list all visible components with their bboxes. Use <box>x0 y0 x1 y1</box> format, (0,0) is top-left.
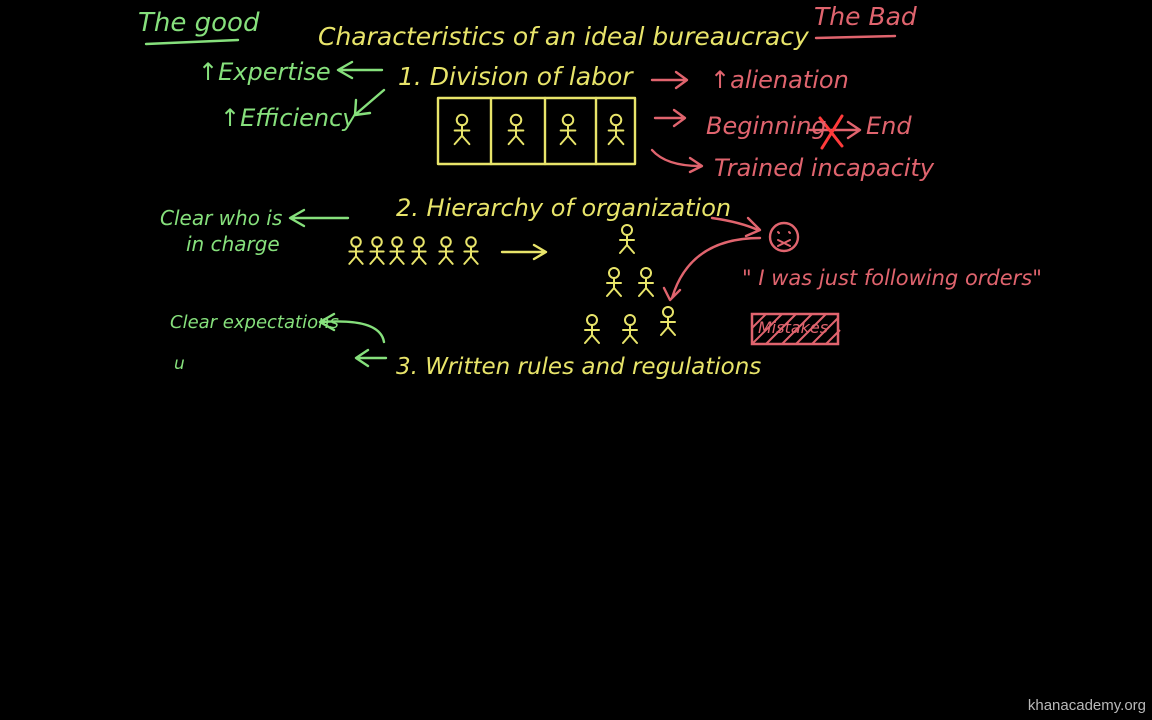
item1-label: 1. Division of labor <box>398 62 633 91</box>
good-expertise: ↑Expertise <box>198 58 331 86</box>
good-efficiency: ↑Efficiency <box>220 104 357 132</box>
arrow-to-written-rules-good <box>354 348 388 368</box>
arrow-to-clear-who <box>288 208 350 228</box>
good-clear-who-line1: Clear who is <box>160 206 283 230</box>
arrow-to-efficiency <box>353 88 386 117</box>
good-heading: The good <box>138 8 260 38</box>
stick-figure-icon <box>389 236 405 265</box>
division-box-dividers <box>489 96 598 166</box>
arrow-to-expertise <box>336 60 384 80</box>
good-partial-text: u <box>174 354 185 374</box>
arrow-face-to-hierarchy <box>662 236 762 302</box>
bad-mistakes: Mistakes <box>758 318 829 337</box>
stick-figure-icon <box>453 113 471 146</box>
watermark: khanacademy.org <box>1027 697 1146 714</box>
arrow-to-trained-incapacity <box>650 148 704 174</box>
stick-figure-icon <box>606 267 622 297</box>
bad-following-orders: " I was just following orders" <box>742 266 1042 290</box>
stick-figure-icon <box>660 306 676 336</box>
bad-heading: The Bad <box>814 2 917 31</box>
page-title: Characteristics of an ideal bureaucracy <box>318 22 809 51</box>
arrow-to-sad-face <box>710 216 762 238</box>
arrow-to-beginning <box>653 108 687 128</box>
bad-alienation: ↑alienation <box>710 66 849 94</box>
bad-end: End <box>866 112 912 140</box>
item3-label: 3. Written rules and regulations <box>396 354 762 380</box>
stick-figure-icon <box>584 314 600 344</box>
stick-figure-icon <box>638 267 654 297</box>
bad-trained-incapacity: Trained incapacity <box>714 154 935 182</box>
stick-figure-icon <box>559 113 577 146</box>
arrow-to-alienation <box>650 70 689 90</box>
stick-figure-icon <box>369 236 385 265</box>
good-clear-expectations: Clear expectations <box>170 312 339 333</box>
arrow-flat-to-hierarchy <box>500 243 548 261</box>
division-box <box>436 96 637 166</box>
stick-figure-icon <box>619 224 635 254</box>
stick-figure-icon <box>348 236 364 265</box>
stick-figure-icon <box>463 236 479 265</box>
mistakes-box <box>750 312 841 346</box>
good-underline <box>144 38 240 46</box>
stick-figure-icon <box>411 236 427 265</box>
good-clear-who-line2: in charge <box>186 232 280 256</box>
stick-figure-icon <box>507 113 525 146</box>
item2-label: 2. Hierarchy of organization <box>396 194 732 222</box>
sad-face-icon <box>768 221 800 253</box>
arrow-to-clear-expectations <box>318 312 386 344</box>
stick-figure-icon <box>438 236 454 265</box>
bad-beginning: Beginning <box>706 112 827 140</box>
crossed-out-mark <box>818 114 844 150</box>
stick-figure-icon <box>622 314 638 344</box>
bad-underline <box>814 34 897 40</box>
stick-figure-icon <box>607 113 625 146</box>
